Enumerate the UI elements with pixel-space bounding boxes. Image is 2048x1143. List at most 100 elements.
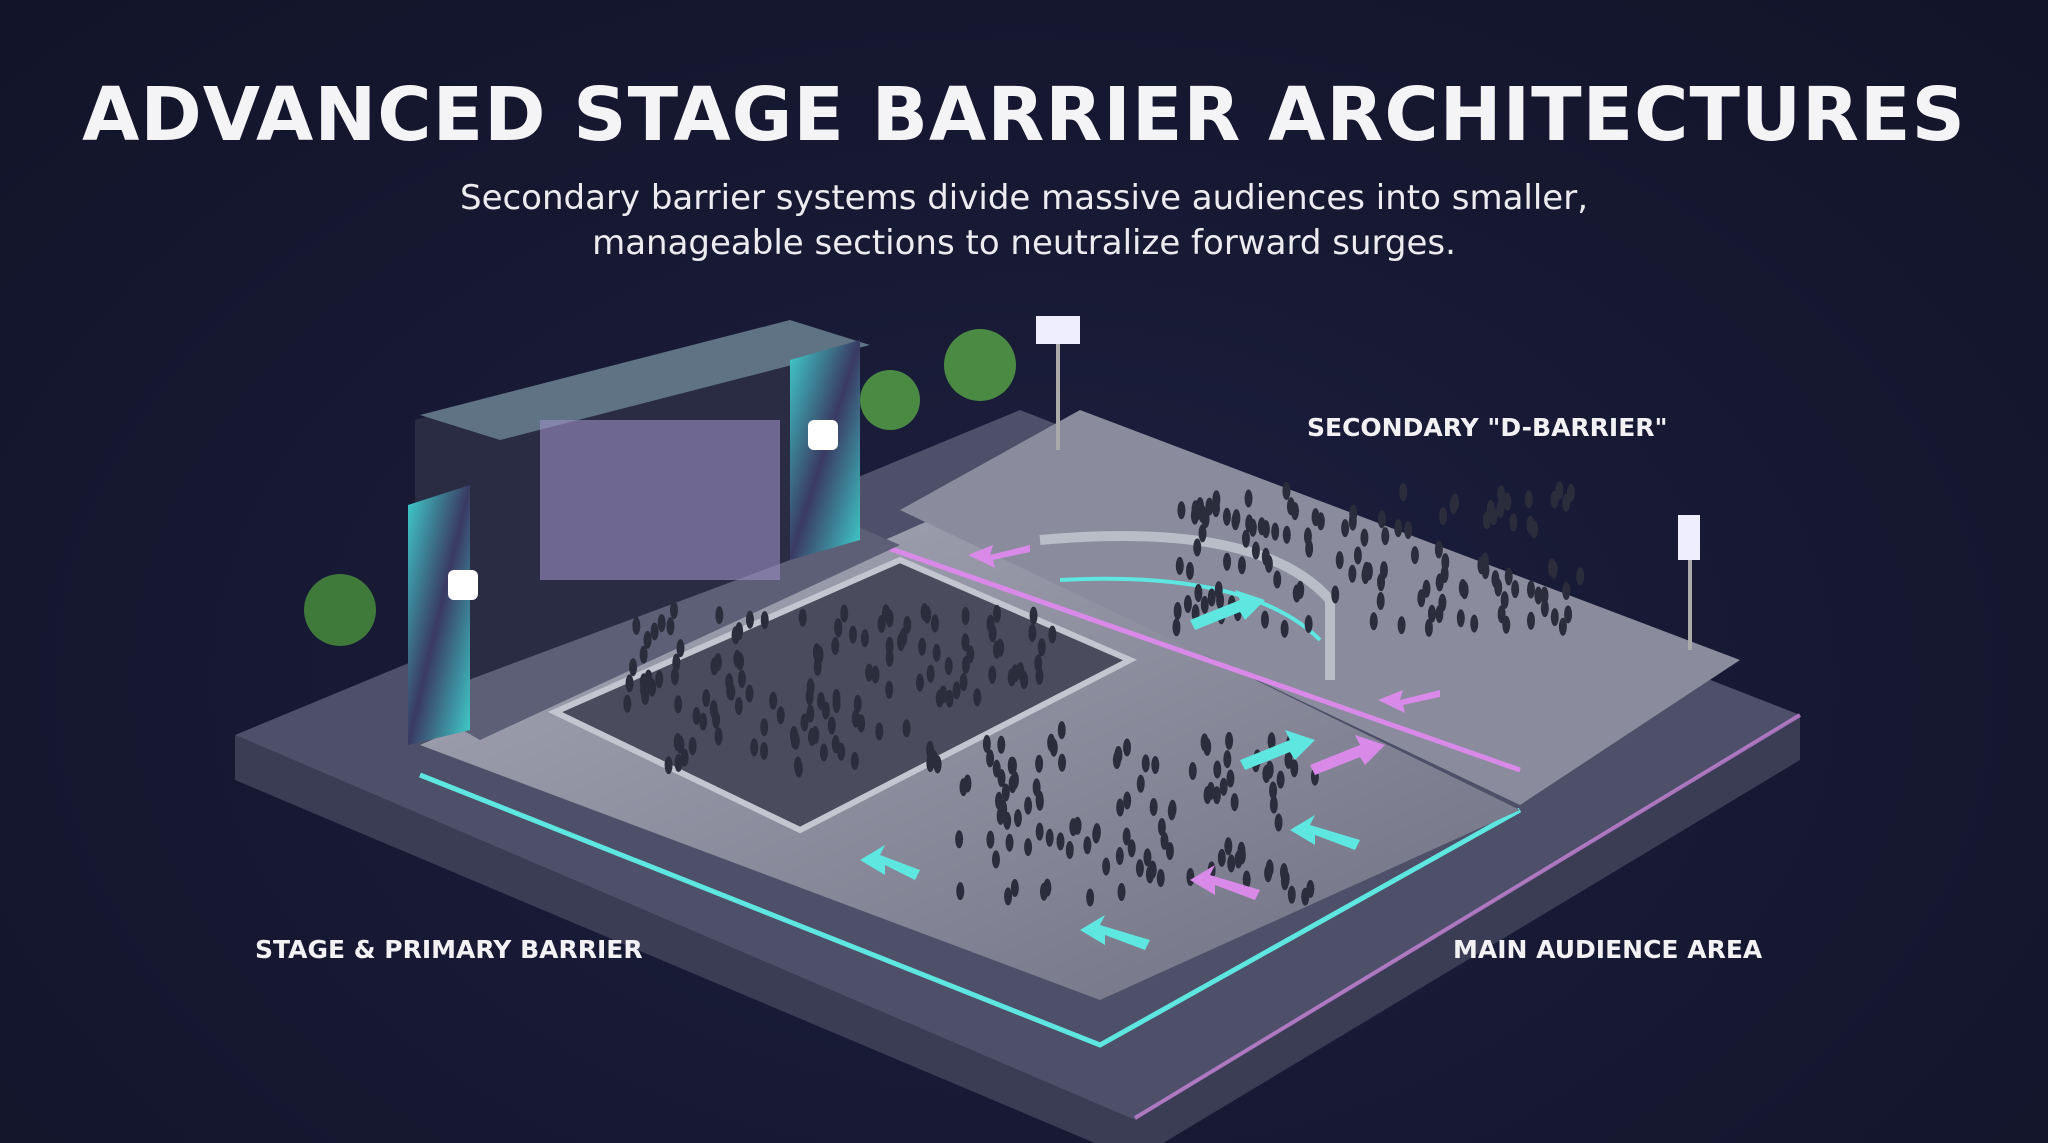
person: [1010, 878, 1019, 897]
tree-icon: [860, 370, 920, 430]
person: [1237, 556, 1246, 575]
person: [1123, 738, 1132, 757]
person: [1117, 883, 1126, 902]
person: [1496, 500, 1505, 519]
person: [1013, 809, 1022, 828]
person: [1145, 865, 1154, 884]
person: [1157, 817, 1166, 836]
person: [831, 636, 840, 655]
ticket-fairy-logo-right: [808, 420, 838, 450]
arrow-icon: [968, 545, 1030, 568]
person: [885, 648, 894, 667]
person: [800, 713, 809, 732]
person: [1029, 606, 1038, 625]
person: [643, 630, 652, 649]
person: [1037, 638, 1046, 657]
person: [1424, 618, 1433, 637]
person: [1282, 481, 1291, 500]
person: [1276, 770, 1285, 789]
person: [1047, 733, 1056, 752]
person: [834, 618, 843, 637]
person: [1206, 781, 1215, 800]
arrow-icon: [1378, 690, 1440, 713]
person: [1284, 750, 1293, 769]
person: [813, 657, 822, 676]
person: [827, 716, 836, 735]
person: [1290, 759, 1299, 778]
cyan-light-strip: [419, 772, 1522, 1048]
person: [1564, 605, 1573, 624]
person: [1550, 608, 1559, 627]
person: [1156, 868, 1165, 887]
person: [955, 830, 964, 849]
person: [1271, 522, 1280, 541]
person: [791, 731, 800, 750]
person: [840, 604, 849, 623]
person: [1227, 854, 1236, 873]
person: [680, 748, 689, 767]
crowd: [623, 481, 1585, 907]
person: [674, 695, 683, 714]
pink-light-strip: [879, 542, 1521, 773]
person: [1213, 760, 1222, 779]
subtitle-line-1: Secondary barrier systems divide massive…: [459, 178, 1589, 218]
person: [1438, 593, 1447, 612]
person: [857, 714, 866, 733]
person: [714, 727, 723, 746]
person: [1362, 561, 1371, 580]
person: [1175, 556, 1184, 575]
person: [1435, 573, 1444, 592]
person: [991, 850, 1000, 869]
person: [1136, 774, 1145, 793]
person: [1222, 507, 1231, 526]
person: [832, 688, 841, 707]
person: [993, 604, 1002, 623]
person: [1394, 519, 1403, 538]
person: [853, 694, 862, 713]
page-title: ADVANCED STAGE BARRIER ARCHITECTURES: [82, 72, 1966, 158]
person: [959, 672, 968, 691]
person: [926, 740, 935, 759]
person: [1369, 612, 1378, 631]
person: [657, 614, 666, 633]
person: [1348, 564, 1357, 583]
person: [1223, 552, 1232, 571]
person: [676, 735, 685, 754]
person: [871, 665, 880, 684]
person: [1034, 654, 1043, 673]
person: [1524, 490, 1533, 509]
person: [1112, 750, 1121, 769]
person: [897, 633, 906, 652]
person: [676, 639, 685, 658]
person: [750, 738, 759, 757]
person: [1534, 586, 1543, 605]
person: [848, 625, 857, 644]
person: [1058, 753, 1067, 772]
person: [1212, 490, 1221, 509]
person: [1149, 797, 1158, 816]
person: [725, 673, 734, 692]
person: [865, 663, 874, 682]
person: [1439, 507, 1448, 526]
person: [918, 637, 927, 656]
person: [655, 670, 664, 689]
person: [997, 735, 1006, 754]
person: [713, 653, 722, 672]
person: [1016, 662, 1025, 681]
person: [798, 608, 807, 627]
person: [1404, 520, 1413, 539]
person: [1151, 755, 1160, 774]
person: [1177, 501, 1186, 520]
arrow-icon: [1290, 815, 1360, 850]
person: [1198, 524, 1207, 543]
person: [1127, 839, 1136, 858]
person: [1260, 610, 1269, 629]
person: [1576, 567, 1585, 586]
person: [1349, 504, 1358, 523]
person: [1530, 520, 1539, 539]
person: [674, 753, 683, 772]
person: [1311, 508, 1320, 527]
person: [632, 616, 641, 635]
rear-audience-area: [900, 410, 1740, 805]
person: [1460, 581, 1469, 600]
